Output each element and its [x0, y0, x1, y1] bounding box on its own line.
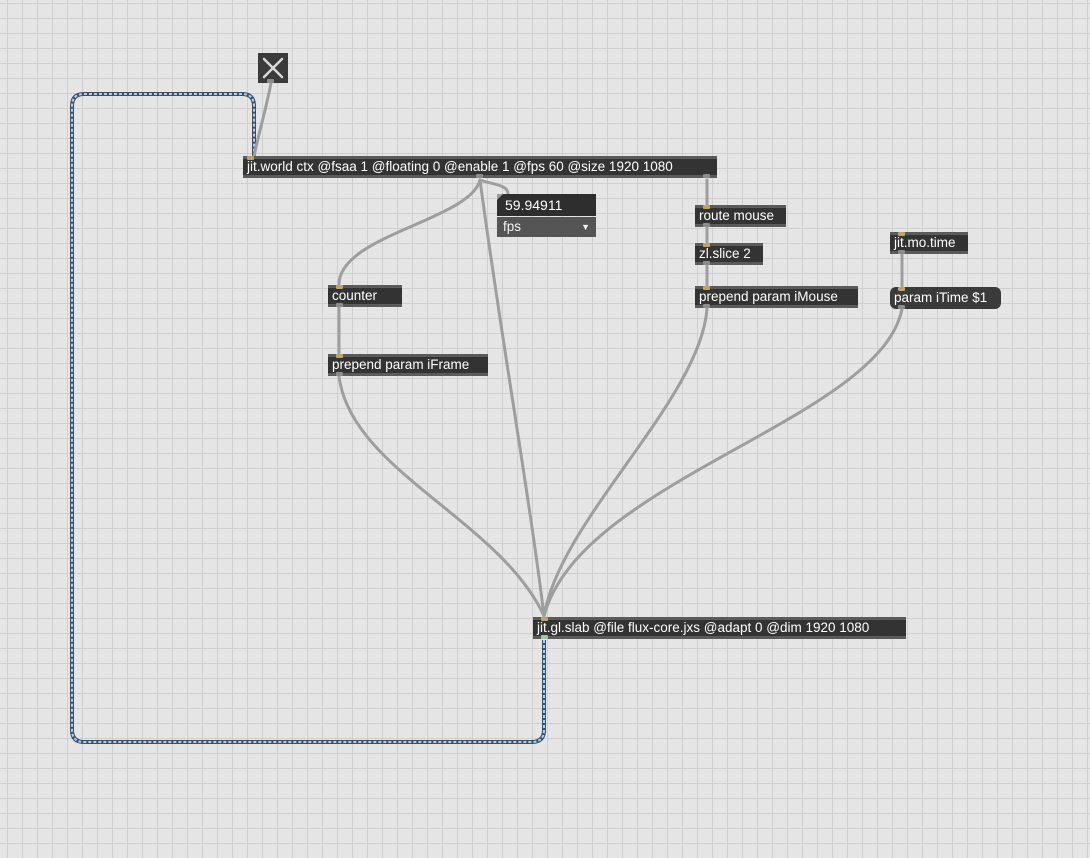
param-itime-label: param iTime $1 — [894, 290, 988, 305]
route-mouse-object[interactable]: route mouse — [695, 205, 786, 227]
cord-imouse-slab[interactable] — [542, 307, 709, 618]
fps-value: 59.94911 — [505, 197, 563, 213]
jit-world-object[interactable]: jit.world ctx @fsaa 1 @floating 0 @enabl… — [243, 156, 717, 178]
zl-slice-object[interactable]: zl.slice 2 — [695, 243, 763, 265]
cord-toggle-world[interactable] — [252, 81, 273, 159]
prepend-imouse-label: prepend param iMouse — [699, 289, 838, 304]
jit-mo-time-label: jit.mo.time — [894, 235, 956, 250]
counter-object[interactable]: counter — [328, 285, 402, 307]
cord-iframe-slab[interactable] — [337, 374, 546, 618]
cord-itime-slab[interactable] — [542, 307, 904, 618]
jit-gl-slab-object[interactable]: jit.gl.slab @file flux-core.jxs @adapt 0… — [533, 617, 906, 639]
route-mouse-label: route mouse — [699, 208, 775, 223]
zl-slice-label: zl.slice 2 — [699, 246, 751, 261]
x-toggle-icon — [262, 57, 284, 79]
jit-world-label: jit.world ctx @fsaa 1 @floating 0 @enabl… — [247, 159, 673, 174]
matrix-feedback-cord[interactable] — [70, 92, 546, 744]
fps-menu-label: fps — [503, 219, 522, 234]
jit-gl-slab-label: jit.gl.slab @file flux-core.jxs @adapt 0… — [537, 620, 870, 635]
jit-mo-time-object[interactable]: jit.mo.time — [890, 232, 968, 254]
prepend-imouse-object[interactable]: prepend param iMouse — [695, 286, 858, 308]
prepend-iframe-label: prepend param iFrame — [332, 357, 470, 372]
param-itime-message[interactable]: param iTime $1 — [890, 287, 1001, 309]
counter-label: counter — [332, 288, 378, 303]
toggle-button[interactable] — [258, 53, 288, 83]
fps-number-box[interactable]: 59.94911 — [497, 194, 596, 216]
fps-umenu[interactable]: fps ▼ — [497, 217, 596, 237]
chevron-down-icon: ▼ — [581, 222, 590, 232]
cord-world-counter[interactable] — [337, 178, 482, 286]
prepend-iframe-object[interactable]: prepend param iFrame — [328, 354, 488, 376]
cord-world-slab[interactable] — [478, 178, 546, 618]
cord-world-numbox[interactable] — [478, 178, 510, 196]
